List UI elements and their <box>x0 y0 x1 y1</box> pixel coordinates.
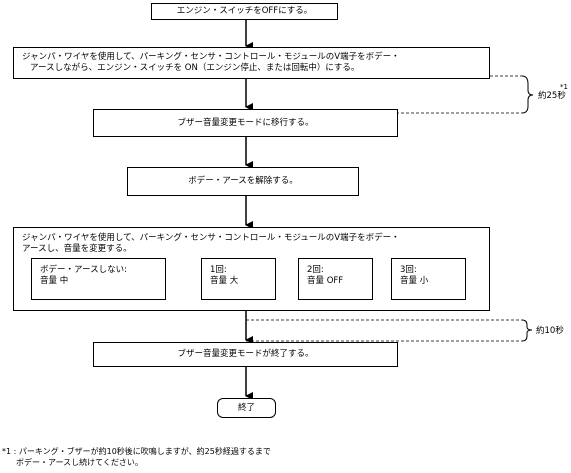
step-enter-volume-mode: ブザー音量変更モードに移行する。 <box>93 109 398 137</box>
step5-line1: ジャンパ・ワイヤを使用して、パーキング・センサ・コントロール・モジュールのV端子… <box>22 233 400 243</box>
brace2-label: 約10秒 <box>536 324 564 336</box>
option-thrice: 3回: 音量 小 <box>391 258 466 300</box>
step-exit-volume-mode: ブザー音量変更モードが終了する。 <box>93 342 398 367</box>
brace-10s <box>521 319 533 342</box>
option-no-ground: ボデー・アースしない: 音量 中 <box>31 258 166 300</box>
brace1-mark-text: *1 <box>560 83 568 91</box>
step2-line1: ジャンパ・ワイヤを使用して、パーキング・センサ・コントロール・モジュールのV端子… <box>22 52 400 62</box>
brace1-label: 約25秒 <box>538 89 566 101</box>
brace-25s <box>521 75 534 114</box>
step6-text: ブザー音量変更モードが終了する。 <box>177 349 314 359</box>
brace1-label-text: 約25秒 <box>538 91 566 101</box>
footnote-line1: *1 : パーキング・ブザーが約10秒後に吹鳴しますが、約25秒経過するまで <box>2 447 271 456</box>
step2-line2: アースしながら、エンジン・スイッチを ON（エンジン停止、または回転中）にする。 <box>30 63 360 73</box>
step-jumper-ground-on: ジャンパ・ワイヤを使用して、パーキング・センサ・コントロール・モジュールのV端子… <box>13 47 490 79</box>
step3-text: ブザー音量変更モードに移行する。 <box>177 117 314 128</box>
option-twice-line1: 2回: <box>307 265 324 275</box>
option-thrice-line2: 音量 小 <box>400 276 429 286</box>
step5-line2: アースし、音量を変更する。 <box>22 244 132 254</box>
brace1-mark: *1 <box>560 83 568 91</box>
step-engine-off-text: エンジン・スイッチをOFFにする。 <box>176 6 313 16</box>
end-terminal: 終了 <box>217 398 276 418</box>
option-once-line2: 音量 大 <box>210 276 239 286</box>
footnote: *1 : パーキング・ブザーが約10秒後に吹鳴しますが、約25秒経過するまで ボ… <box>2 446 271 468</box>
option-twice: 2回: 音量 OFF <box>298 258 373 300</box>
footnote-line2: ボデー・アースし続けてください。 <box>16 458 143 467</box>
option-no-ground-line2: 音量 中 <box>40 276 69 286</box>
option-twice-line2: 音量 OFF <box>307 276 344 286</box>
step-engine-off: エンジン・スイッチをOFFにする。 <box>151 3 338 20</box>
end-text: 終了 <box>237 402 255 413</box>
step4-text: ボデー・アースを解除する。 <box>188 176 298 186</box>
option-once-line1: 1回: <box>210 265 227 275</box>
option-thrice-line1: 3回: <box>400 265 417 275</box>
step-release-ground: ボデー・アースを解除する。 <box>127 167 359 196</box>
option-no-ground-line1: ボデー・アースしない: <box>40 265 127 275</box>
option-once: 1回: 音量 大 <box>201 258 276 300</box>
brace2-label-text: 約10秒 <box>536 326 564 336</box>
